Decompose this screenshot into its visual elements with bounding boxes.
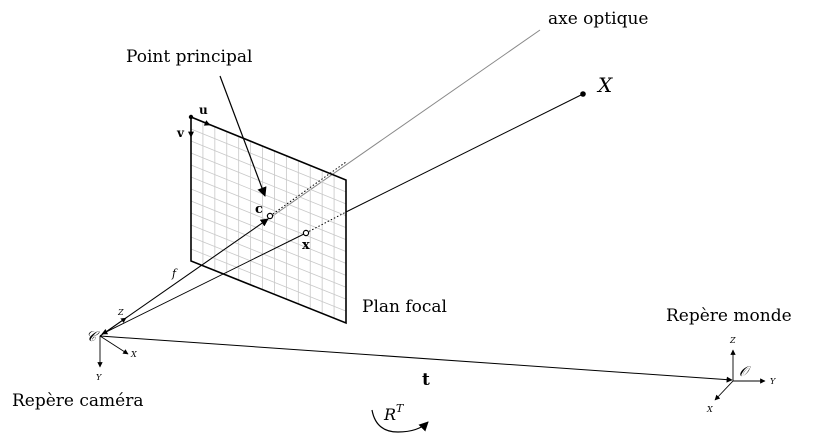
- grid-line-horizontal: [190, 164, 347, 229]
- grid-line-horizontal: [190, 188, 347, 252]
- focal-plane-outline: [190, 115, 347, 325]
- grid-line-horizontal: [190, 200, 347, 264]
- image-u-label: u: [199, 103, 208, 117]
- ray-image-point-to-camera: [101, 232, 307, 335]
- grid-line-horizontal: [190, 224, 347, 288]
- camera-axis-x-label: X: [130, 350, 137, 359]
- ray-camera-to-principal: [99, 218, 269, 337]
- translation-vector: [99, 335, 733, 383]
- optical-axis-label: axe optique: [548, 9, 648, 29]
- image-point-symbol: x: [302, 238, 310, 253]
- projection-ray-solid: [345, 93, 584, 213]
- world-axis-x-label: X: [706, 405, 713, 414]
- projection-ray-dotted: [305, 211, 347, 234]
- world-frame-axes: [714, 349, 766, 401]
- principal-point-symbol: c: [255, 202, 263, 217]
- optical-axis-dotted: [269, 161, 347, 217]
- focal-length-label: f: [171, 267, 178, 280]
- focal-plane-label: Plan focal: [362, 297, 447, 317]
- world-point-dot: [580, 91, 586, 97]
- rotation-label: RT: [383, 402, 405, 424]
- image-u-axis: [190, 116, 211, 126]
- camera-frame-label: Repère caméra: [12, 391, 144, 411]
- grid-line-horizontal: [190, 236, 347, 300]
- world-origin-label: 𝒪: [739, 364, 751, 380]
- world-point-label: X: [596, 73, 613, 97]
- camera-center-label: 𝒞: [86, 329, 100, 345]
- world-axis-z-label: Z: [729, 336, 736, 345]
- translation-label: t: [422, 370, 430, 390]
- world-axis-y-label: Y: [770, 377, 776, 386]
- grid-line-horizontal: [190, 248, 347, 312]
- grid-line-horizontal: [190, 176, 347, 240]
- grid-line-horizontal: [190, 128, 347, 193]
- image-point-dot: [302, 229, 310, 237]
- grid-line-horizontal: [190, 212, 347, 276]
- principal-point-dot: [266, 212, 274, 220]
- principal-point-callout-arrow: [219, 75, 267, 197]
- grid-line-horizontal: [190, 152, 347, 217]
- camera-axis-y-label: Y: [96, 373, 102, 382]
- camera-frame-axes: [97, 317, 129, 368]
- image-v-label: v: [176, 126, 185, 140]
- world-frame-label: Repère monde: [666, 306, 792, 326]
- grid-line-horizontal: [190, 140, 347, 205]
- rotation-arrow-arc: [371, 409, 429, 433]
- principal-point-label: Point principal: [126, 47, 252, 67]
- focal-plane-grid: [190, 121, 347, 319]
- camera-axis-z-label: Z: [117, 308, 124, 317]
